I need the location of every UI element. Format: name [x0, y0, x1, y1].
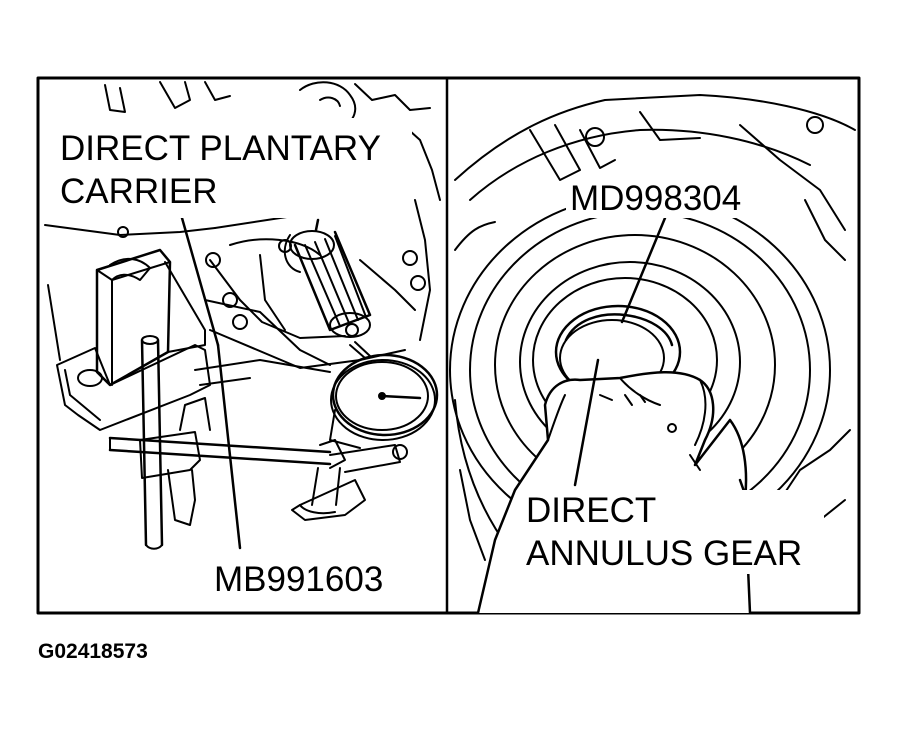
callout-tool-md998304: MD998304	[570, 179, 742, 218]
figure-id: G02418573	[38, 640, 148, 663]
callout-gear-line1: DIRECT	[526, 491, 657, 530]
callout-carrier-line1: DIRECT PLANTARY	[60, 129, 381, 168]
leader-md998304	[620, 216, 667, 324]
leader-annulus	[573, 358, 600, 487]
callout-gear-line2: ANNULUS GEAR	[526, 534, 803, 573]
callout-carrier-line2: CARRIER	[60, 172, 218, 211]
diagram-frame	[36, 76, 861, 615]
callout-tool-mb991603: MB991603	[214, 560, 384, 599]
leader-mb991603	[216, 343, 242, 550]
left-panel-illustration	[44, 81, 441, 550]
leader-carrier	[180, 216, 220, 347]
